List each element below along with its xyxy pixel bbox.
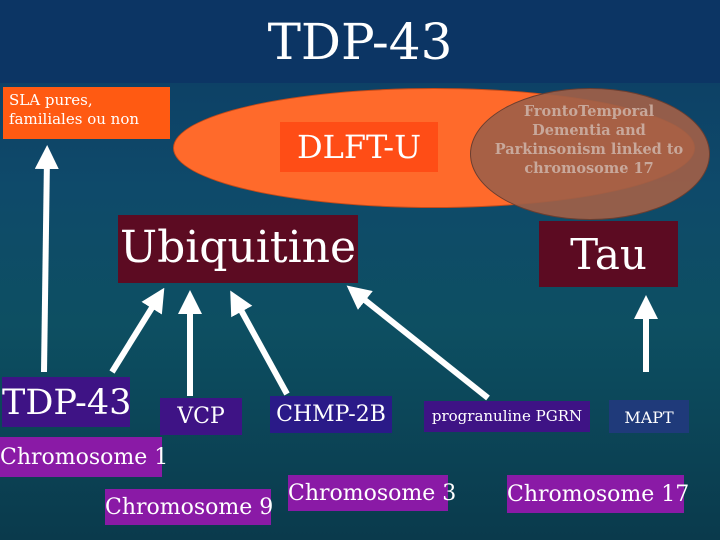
- ftdp-ellipse: [470, 88, 710, 220]
- tau-box: Tau: [539, 221, 678, 287]
- ubiquitine-box: Ubiquitine: [118, 215, 358, 283]
- ftdp-line-3: Parkinsonism linked to: [494, 141, 684, 158]
- ftdp-line-1: FrontoTemporal: [523, 103, 655, 120]
- ftdp-label: FrontoTemporal Dementia and Parkinsonism…: [480, 102, 698, 178]
- arrow-pgrn-to-ubiquitine: [346, 285, 490, 401]
- slide-title: TDP-43: [267, 13, 453, 71]
- ftdp-line-4: chromosome 17: [524, 160, 654, 177]
- gene-chmp2b-box: CHMP-2B: [270, 396, 392, 433]
- gene-vcp-box: VCP: [160, 398, 242, 435]
- sla-box: SLA pures, familiales ou non: [3, 87, 170, 139]
- title-band: [0, 0, 720, 83]
- arrow-tdp43-to-sla: [34, 145, 59, 373]
- arrow-chmp2b-to-ubiquitine: [230, 290, 290, 396]
- gene-pgrn-box: progranuline PGRN: [424, 401, 590, 432]
- dlft-box: DLFT-U: [280, 122, 438, 172]
- gene-mapt-box: MAPT: [609, 400, 689, 433]
- chromosome-3-box: Chromosome 3: [288, 475, 456, 511]
- arrow-tdp43-to-ubiquitine: [109, 287, 165, 374]
- gene-tdp43-box: TDP-43: [2, 377, 131, 427]
- chromosome-1-box: Chromosome 1: [0, 437, 168, 477]
- sla-line-2: familiales ou non: [9, 110, 140, 128]
- chromosome-9-box: Chromosome 9: [105, 489, 273, 525]
- ftdp-line-2: Dementia and: [532, 122, 646, 139]
- sla-line-1: SLA pures,: [9, 91, 93, 109]
- chromosome-17-box: Chromosome 17: [507, 475, 689, 513]
